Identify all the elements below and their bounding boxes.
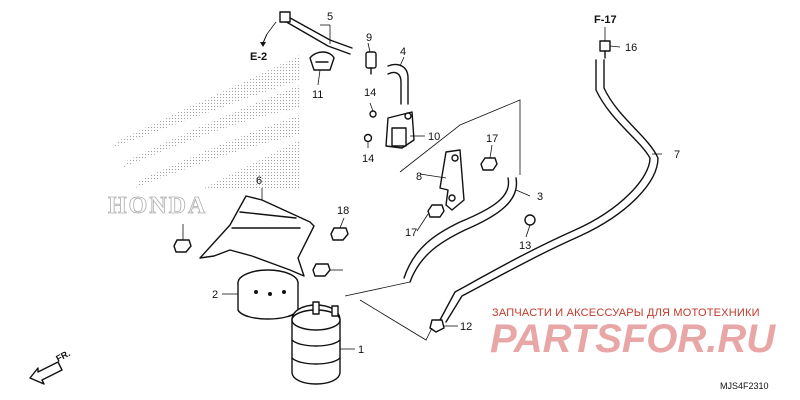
leader-lines [182, 21, 662, 350]
part-15-joint [599, 40, 611, 59]
callout-11: 11 [312, 89, 323, 101]
part-8-bracket [439, 149, 465, 211]
part-5-breather-tube [279, 11, 353, 55]
front-direction-arrow: FR. [29, 348, 72, 385]
part-7-long-tube [439, 59, 659, 323]
callout-7: 7 [674, 149, 680, 161]
part-13-clamp [524, 214, 536, 226]
part-17-bolt-left [173, 239, 192, 253]
part-6-canister-bracket [199, 195, 315, 277]
diagram-code: MJS4F2310 [720, 381, 769, 391]
site-watermark: ЗАПЧАСТИ И АКСЕССУАРЫ ДЛЯ МОТОТЕХНИКИ PA… [490, 307, 776, 361]
callout-13: 13 [519, 240, 531, 252]
site-watermark-logo: PARTSFOR.RU [490, 317, 776, 361]
part-18-bolt [330, 227, 349, 241]
ref-e2: E-2 [250, 33, 268, 63]
assembly-lines [344, 99, 521, 341]
callout-12: 12 [460, 321, 472, 333]
part-16-bolt-upper [480, 157, 498, 171]
part-9-joint [365, 51, 377, 75]
part-4-tube [387, 63, 409, 105]
callout-16-lower: 17 [405, 227, 417, 239]
callout-15: 16 [625, 42, 637, 54]
part-11-clip [309, 51, 335, 71]
callout-4: 4 [400, 46, 406, 58]
callout-18: 18 [337, 205, 349, 217]
honda-wordmark: HONDA [108, 193, 207, 219]
honda-wing-watermark: HONDA [108, 55, 300, 219]
callout-6: 6 [256, 175, 262, 187]
ref-f17-label: F-17 [594, 14, 617, 26]
callout-14-lower: 14 [362, 153, 374, 165]
callout-1: 1 [358, 344, 364, 356]
part-2-band [237, 269, 299, 320]
callout-numbers: 5 9 4 11 14 10 14 17 8 3 17 13 7 16 12 6… [212, 11, 680, 356]
site-watermark-tagline: ЗАПЧАСТИ И АКСЕССУАРЫ ДЛЯ МОТОТЕХНИКИ [492, 307, 760, 319]
callout-3: 3 [537, 191, 543, 203]
callout-5: 5 [327, 11, 333, 23]
ref-f17: F-17 [594, 14, 617, 26]
callout-10: 10 [428, 131, 440, 143]
part-14-bolt-upper [369, 110, 377, 118]
callout-2: 2 [212, 289, 218, 301]
ref-e2-label: E-2 [250, 51, 267, 63]
callout-9: 9 [366, 32, 372, 44]
part-16-bolt-lower [427, 204, 445, 218]
part-1-canister [291, 301, 341, 385]
callout-14-upper: 14 [364, 87, 376, 99]
callout-16-upper: 17 [486, 133, 498, 145]
front-direction-label: FR. [54, 348, 71, 364]
part-14-bolt-lower [363, 133, 373, 143]
callout-8: 8 [416, 171, 422, 183]
part-12-clip [429, 319, 445, 333]
part-17-bolt-right [312, 263, 331, 277]
part-10-solenoid-valve [385, 111, 415, 149]
part-3-hose [403, 177, 518, 283]
